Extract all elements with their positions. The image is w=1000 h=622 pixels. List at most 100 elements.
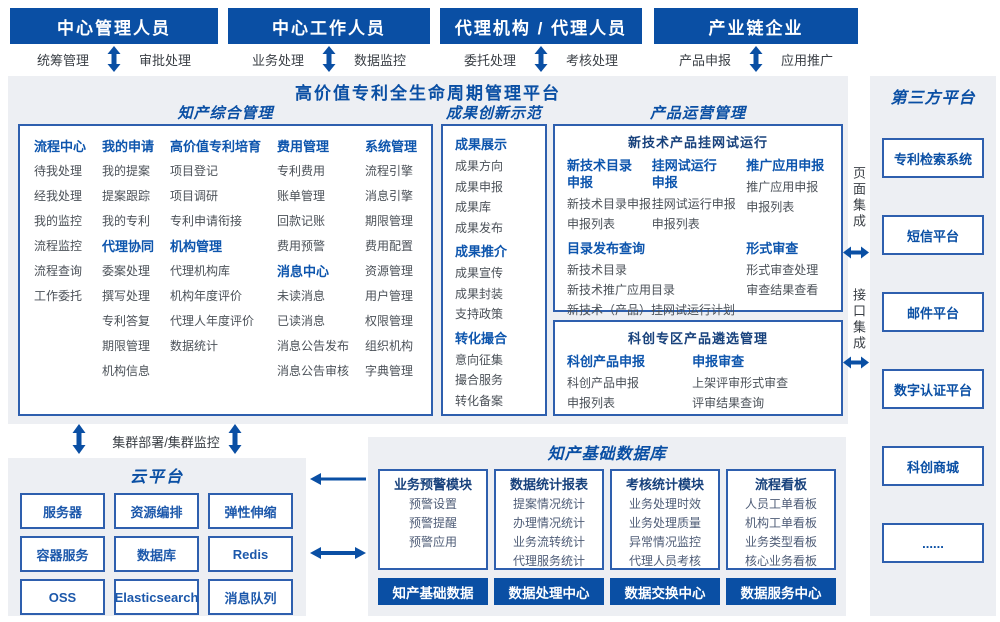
trial-group-online: 挂网试运行 申报挂网试运行申报申报列表 (652, 151, 747, 234)
ip-database-panel: 知产基础数据库 业务预警模块预警设置预警提醒预警应用 数据统计报表提案情况统计办… (368, 437, 846, 616)
achievements-box: 成果展示成果方向成果申报成果库成果发布成果推介成果宣传成果封装支持政策转化撮合意… (441, 124, 547, 416)
menu-item: 预警应用 (408, 535, 457, 549)
database-modules: 业务预警模块预警设置预警提醒预警应用 数据统计报表提案情况统计办理情况统计业务流… (368, 464, 846, 570)
menu-item: 人员工单看板 (744, 497, 817, 511)
third-party-system-box: 短信平台 (882, 215, 984, 255)
menu-item: 申报列表 (567, 396, 616, 410)
trial-group-promotion: 推广应用申报推广应用申报申报列表 (746, 151, 829, 234)
role-banner-center-managers: 中心管理人员 (10, 8, 218, 44)
group-header: 数据统计报表 (509, 477, 588, 492)
menu-item: 新技术（产品）挂网试运行计划 (567, 303, 736, 317)
menu-item: 评审结果查询 (692, 396, 765, 410)
menu-item: 成果宣传 (455, 266, 504, 280)
function-label: 委托处理 (463, 52, 516, 68)
menu-item: 代理人年度评价 (169, 314, 254, 328)
menu-item: 转化备案 (455, 393, 504, 408)
data-center-box: 数据服务中心 (726, 578, 836, 605)
menu-item: 提案情况统计 (512, 497, 585, 511)
cloud-service-box: 消息队列 (208, 579, 293, 615)
menu-item: 经我处理 (34, 189, 83, 203)
ip-column-application: 我的申请我的提案提案跟踪我的专利代理协同委案处理撰写处理专利答复期限管理机构信息 (102, 134, 154, 406)
menu-item: 业务类型看板 (744, 535, 817, 549)
double-arrow-vertical-icon (107, 46, 121, 72)
menu-item: 数据统计 (169, 339, 218, 353)
data-center-box: 数据处理中心 (494, 578, 604, 605)
menu-item: 机构年度评价 (169, 289, 242, 303)
menu-item: 新技术目录申报 (567, 197, 652, 211)
menu-item: 委案处理 (101, 264, 150, 278)
trial-group-catalog: 新技术目录 申报新技术目录申报申报列表 (567, 151, 652, 234)
menu-item: 新技术推广应用目录 (567, 283, 676, 297)
ip-column-process: 流程中心待我处理经我处理我的监控流程监控流程查询工作委托 (34, 134, 86, 406)
menu-item: 用户管理 (364, 289, 413, 303)
double-arrow-vertical-icon (322, 46, 336, 72)
module-box-statistics: 数据统计报表提案情况统计办理情况统计业务流转统计代理服务统计 (494, 469, 604, 570)
menu-item: 支持政策 (455, 307, 504, 321)
achievements-section-title: 成果创新示范 (445, 105, 542, 122)
trial-operation-title: 新技术产品挂网试运行 (627, 135, 768, 150)
group-header: 科创产品申报 (567, 354, 646, 369)
trial-operation-box: 新技术产品挂网试运行 新技术目录 申报新技术目录申报申报列表 挂网试运行 申报挂… (553, 124, 843, 317)
menu-item: 项目登记 (169, 164, 218, 178)
group-header: 目录发布查询 (567, 241, 646, 256)
cloud-service-box: 资源编排 (114, 493, 199, 529)
ip-management-box: 流程中心待我处理经我处理我的监控流程监控流程查询工作委托 我的申请我的提案提案跟… (18, 124, 433, 416)
third-party-system-box: 邮件平台 (882, 292, 984, 332)
selection-row: 科创产品申报科创产品申报申报列表 申报审查上架评审形式审查评审结果查询 (555, 347, 841, 413)
menu-item: 项目调研 (169, 189, 218, 203)
menu-item: 代理服务统计 (512, 554, 585, 568)
group-header: 流程看板 (754, 477, 807, 492)
menu-item: 申报列表 (567, 217, 616, 231)
menu-item: 核心业务看板 (744, 554, 817, 568)
role-banner-agency: 代理机构 / 代理人员 (440, 8, 642, 44)
menu-item: 意向征集 (455, 352, 504, 367)
menu-item: 推广应用申报 (746, 180, 819, 194)
cloud-platform-title: 云平台 (129, 469, 184, 486)
menu-item: 流程引擎 (364, 164, 413, 178)
trial-group-formal-review: 形式审查形式审查处理审查结果查看 (746, 234, 829, 320)
group-header: 我的申请 (101, 139, 154, 154)
module-box-assessment: 考核统计模块业务处理时效业务处理质量异常情况监控代理人员考核 (610, 469, 720, 570)
group-header: 费用管理 (276, 139, 329, 154)
selection-title: 科创专区产品遴选管理 (627, 331, 768, 346)
menu-item: 预警提醒 (408, 516, 457, 530)
data-center-box: 知产基础数据 (378, 578, 488, 605)
menu-item: 预警设置 (408, 497, 457, 511)
cloud-service-box: OSS (20, 579, 105, 615)
role-functions-enterprise: 产品申报 应用推广 (654, 44, 858, 74)
menu-item: 提案跟踪 (101, 189, 150, 203)
trial-group-publish-query: 目录发布查询新技术目录新技术推广应用目录新技术（产品）挂网试运行计划 (567, 234, 746, 320)
menu-item: 成果封装 (455, 286, 504, 301)
role-functions-center-staff: 业务处理 数据监控 (228, 44, 430, 74)
third-party-system-box: 专利检索系统 (882, 138, 984, 178)
menu-item: 费用配置 (364, 239, 413, 253)
ip-database-title: 知产基础数据库 (547, 446, 667, 463)
cloud-service-box: Redis (208, 536, 293, 572)
group-header: 业务预警模块 (393, 477, 472, 492)
cloud-service-box: 容器服务 (20, 536, 105, 572)
selection-box: 科创专区产品遴选管理 科创产品申报科创产品申报申报列表 申报审查上架评审形式审查… (553, 320, 843, 416)
menu-item: 办理情况统计 (512, 516, 585, 530)
cloud-service-box: 弹性伸缩 (208, 493, 293, 529)
page-integration-label: 页面集成 (851, 166, 866, 230)
menu-item: 专利申请衔接 (169, 214, 242, 228)
menu-item: 成果库 (455, 200, 492, 214)
data-center-box: 数据交换中心 (610, 578, 720, 605)
menu-item: 撮合服务 (455, 373, 504, 387)
role-functions-center-managers: 统筹管理 审批处理 (10, 44, 218, 74)
menu-item: 工作委托 (34, 289, 83, 303)
group-header: 成果展示 (455, 137, 508, 152)
menu-item: 成果申报 (455, 179, 504, 194)
menu-item: 未读消息 (276, 289, 325, 303)
selection-group-review: 申报审查上架评审形式审查评审结果查询 (692, 347, 829, 413)
menu-item: 科创产品申报 (567, 376, 640, 390)
ip-column-cultivation: 高价值专利培育项目登记项目调研专利申请衔接机构管理代理机构库机构年度评价代理人年… (170, 134, 261, 406)
role-banner-enterprise: 产业链企业 (654, 8, 858, 44)
function-label: 统筹管理 (36, 52, 89, 68)
api-integration-label: 接口集成 (851, 288, 866, 352)
menu-item: 专利费用 (276, 164, 325, 178)
group-header: 高价值专利培育 (169, 139, 261, 154)
group-header: 申报审查 (692, 354, 745, 369)
third-party-list: 专利检索系统短信平台邮件平台数字认证平台科创商城...... (870, 108, 996, 563)
menu-item: 回款记账 (276, 214, 325, 228)
